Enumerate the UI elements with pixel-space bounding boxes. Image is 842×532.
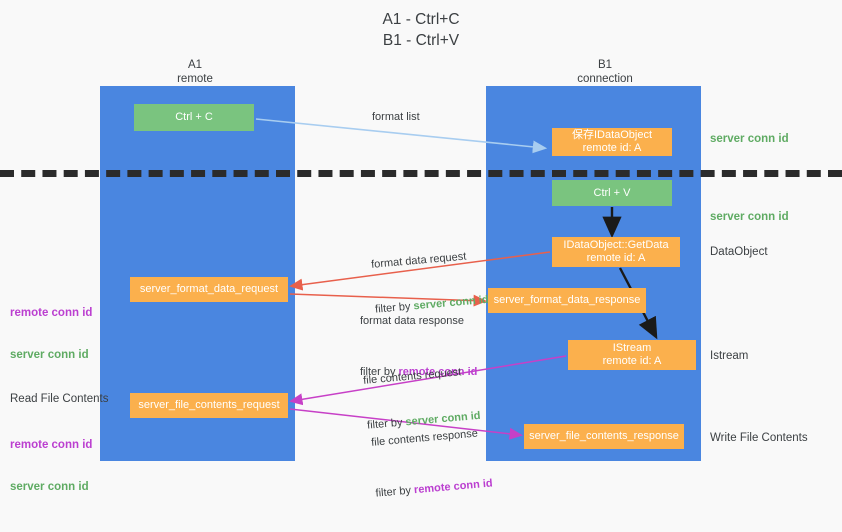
filter-value-remote-conn-id: remote conn id	[398, 366, 478, 378]
edge-label-format-data-request-text: format data request	[370, 250, 467, 271]
right-label-istream: Istream	[710, 350, 749, 362]
node-ctrl-v[interactable]: Ctrl + V	[552, 180, 672, 206]
left-label-conn-ids-bottom: remote conn id server conn id	[10, 410, 92, 522]
edge-label-file-contents-response-text: file contents response	[370, 427, 479, 449]
left-label-read-file-contents: Read File Contents	[10, 393, 109, 405]
edge-label-format-data-response-filter: filter by remote conn id	[360, 365, 477, 380]
right-label-dataobject: DataObject	[710, 246, 768, 258]
right-label-server-conn-id-mid: server conn id	[710, 211, 789, 223]
diagram-canvas: A1 - Ctrl+C B1 - Ctrl+V A1 remote B1 con…	[0, 11, 842, 500]
node-istream[interactable]: IStream remote id: A	[568, 340, 696, 370]
node-server-file-contents-request[interactable]: server_file_contents_request	[130, 393, 288, 418]
phase-separator	[0, 170, 842, 177]
filter-value-remote-conn-id: remote conn id	[413, 477, 494, 497]
node-save-idataobject[interactable]: 保存IDataObject remote id: A	[552, 128, 672, 156]
right-label-write-file-contents: Write File Contents	[710, 432, 808, 444]
column-header-b1: B1 connection	[577, 59, 633, 85]
edge-label-format-list: format list	[372, 111, 420, 123]
edge-label-file-contents-response-filter: filter by remote conn id	[375, 476, 493, 501]
edge-label-format-data-response-text: format data response	[360, 315, 464, 327]
left-label-remote-conn-id: remote conn id	[10, 307, 93, 319]
page-title: A1 - Ctrl+C B1 - Ctrl+V	[382, 11, 460, 49]
node-idataobject-getdata[interactable]: IDataObject::GetData remote id: A	[552, 237, 680, 267]
column-header-a1: A1 remote	[177, 59, 213, 85]
node-server-file-contents-response[interactable]: server_file_contents_response	[524, 424, 684, 449]
edge-label-format-data-response: format data response filter by remote co…	[360, 284, 477, 410]
left-label-server-conn-id: server conn id	[10, 349, 89, 361]
filter-prefix: filter by	[360, 366, 399, 378]
left-label-conn-ids-top: remote conn id server conn id	[10, 278, 92, 390]
right-label-server-conn-id-top: server conn id	[710, 133, 789, 145]
edge-label-file-contents-request-text: file contents request	[362, 366, 462, 387]
edge-label-file-contents-response: file contents response filter by remote …	[368, 396, 496, 532]
left-label-server-conn-id: server conn id	[10, 481, 89, 493]
filter-prefix: filter by	[375, 484, 415, 500]
left-label-remote-conn-id: remote conn id	[10, 439, 93, 451]
node-ctrl-c[interactable]: Ctrl + C	[134, 104, 254, 131]
node-server-format-data-response[interactable]: server_format_data_response	[488, 288, 646, 313]
node-server-format-data-request[interactable]: server_format_data_request	[130, 277, 288, 302]
